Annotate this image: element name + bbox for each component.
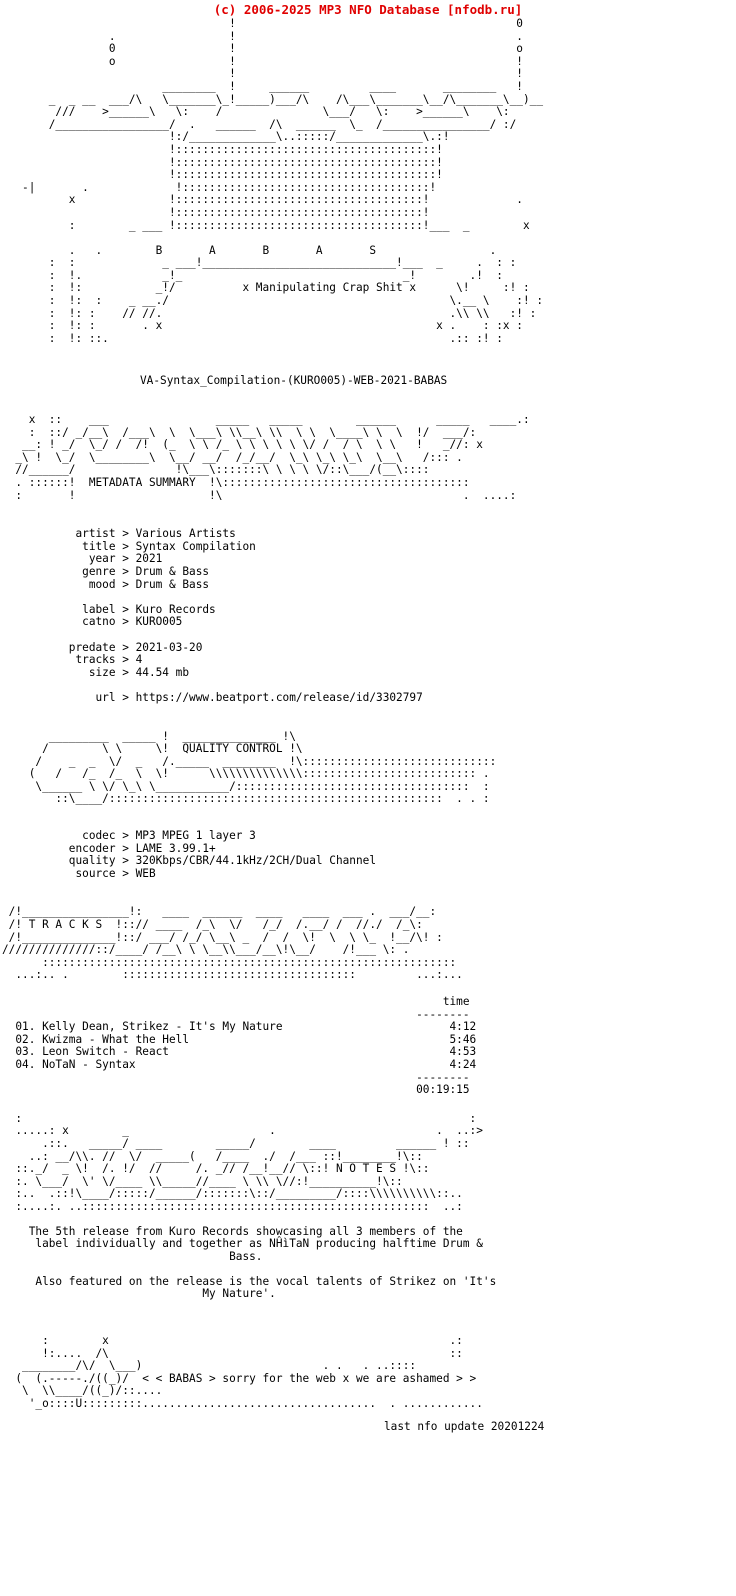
- nfodb-watermark: (c) 2006-2025 MP3 NFO Database [nfodb.ru…: [213, 2, 523, 17]
- tracks-listing: time -------- 01. Kelly Dean, Strikez - …: [15, 995, 477, 1097]
- release-title: VA-Syntax_Compilation-(KURO005)-WEB-2021…: [140, 374, 448, 388]
- quality-control-fields: codec > MP3 MPEG 1 layer 3 encoder > LAM…: [68, 829, 377, 880]
- notes-body: The 5th release from Kuro Records showca…: [28, 1224, 497, 1301]
- quality-control-header-art: _________ _____ ! ______________ !\ / \ …: [28, 729, 497, 806]
- notes-header-art: : : .....: x _ . . ..:> .::. _____/ ____…: [15, 1111, 483, 1213]
- last-nfo-update: last nfo update 20201224: [384, 1419, 545, 1433]
- metadata-summary-header-art: x :: ___ _____ _____ ______ _____ ____.:…: [15, 413, 530, 502]
- ascii-logo-babas: ! 0 . ! . 0 !: [22, 17, 543, 345]
- footer-ascii-art: : x .: !:.... /\ :: ________/\/ \___) . …: [15, 1334, 483, 1411]
- metadata-summary-fields: artist > Various Artists title > Syntax …: [68, 527, 423, 704]
- tracks-header-art: /!________________!: ____ ______ ____ __…: [2, 905, 463, 982]
